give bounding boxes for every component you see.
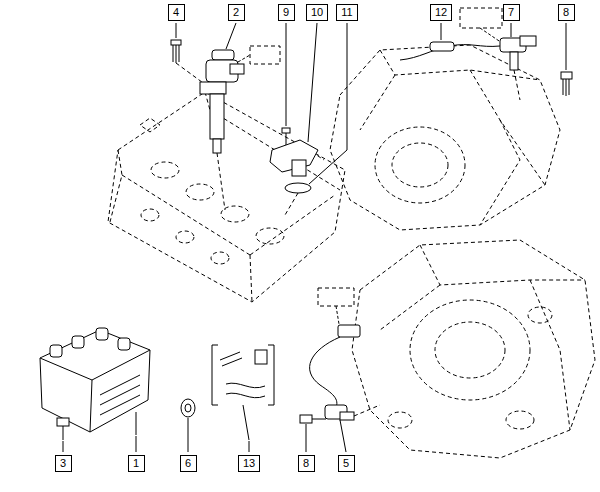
callout-number: 4: [168, 4, 185, 21]
callout-number: 2: [228, 4, 245, 21]
callout-number: 8: [298, 455, 315, 472]
callout-number: 6: [180, 455, 197, 472]
callout-number: 12: [430, 4, 452, 21]
callout-number: 10: [306, 4, 328, 21]
callout-number: 8: [558, 4, 575, 21]
callout-number: 13: [238, 455, 260, 472]
gearbox-bottom: [352, 240, 595, 458]
callout-number: 3: [55, 455, 72, 472]
callout-number: 5: [338, 455, 355, 472]
gearbox-top: [330, 45, 560, 230]
pencil-coil: [200, 50, 244, 153]
callout-number: 1: [128, 455, 145, 472]
callout-number: 7: [503, 4, 520, 21]
position-sensor: [500, 36, 536, 70]
coil-pack: [40, 328, 150, 432]
cam-sensor: [270, 140, 318, 176]
speed-sensor: [325, 405, 354, 420]
callout-number: 11: [336, 4, 357, 21]
callout-number: 9: [278, 4, 295, 21]
